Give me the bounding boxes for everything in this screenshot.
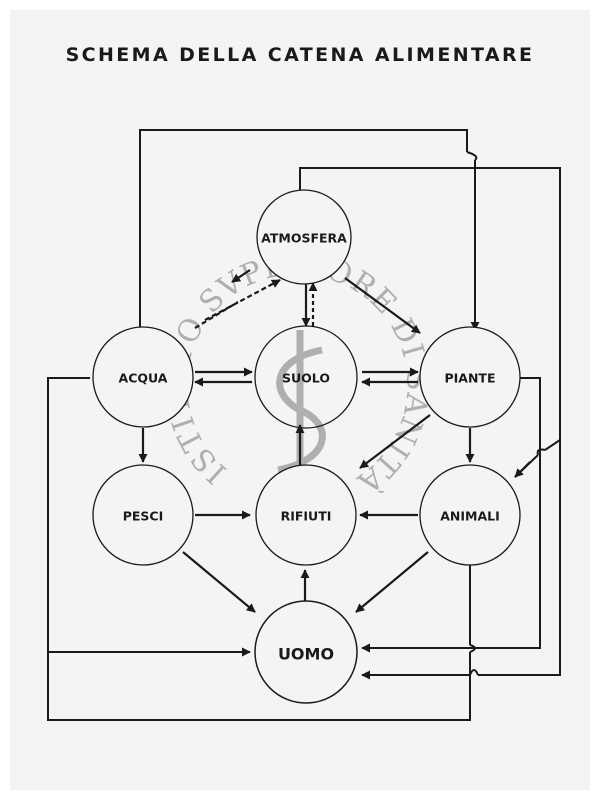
arrow-atmosfera-to-acqua: [231, 269, 251, 283]
node-piante-label: PIANTE: [444, 371, 495, 386]
node-uomo-label: UOMO: [278, 645, 334, 664]
node-animali: ANIMALI: [419, 464, 521, 566]
node-uomo: UOMO: [254, 600, 358, 704]
node-rifiuti: RIFIUTI: [255, 464, 357, 566]
node-suolo-label: SUOLO: [282, 371, 330, 386]
loop-piante-uomo: [362, 377, 541, 649]
arrow-dashed-to-atmosfera: [204, 279, 281, 321]
arrow-animali-uomo: [355, 551, 429, 613]
node-atmosfera: ATMOSFERA: [256, 189, 352, 285]
node-acqua: ACQUA: [92, 326, 194, 428]
node-atmosfera-label: ATMOSFERA: [261, 231, 347, 246]
node-pesci: PESCI: [92, 464, 194, 566]
node-piante: PIANTE: [419, 326, 521, 428]
arrow-atmosfera-piante: [344, 277, 421, 334]
arrow-right-to-animali: [514, 461, 531, 478]
arrow-pesci-uomo: [182, 551, 256, 613]
node-animali-label: ANIMALI: [440, 509, 500, 524]
node-suolo: SUOLO: [254, 325, 358, 429]
node-acqua-label: ACQUA: [119, 371, 168, 386]
diagram-title: SCHEMA DELLA CATENA ALIMENTARE: [65, 44, 535, 66]
loop-animali-bottom: [47, 377, 471, 721]
arrow-piante-rifiuti: [359, 414, 431, 469]
node-pesci-label: PESCI: [123, 509, 164, 524]
node-rifiuti-label: RIFIUTI: [281, 509, 332, 524]
